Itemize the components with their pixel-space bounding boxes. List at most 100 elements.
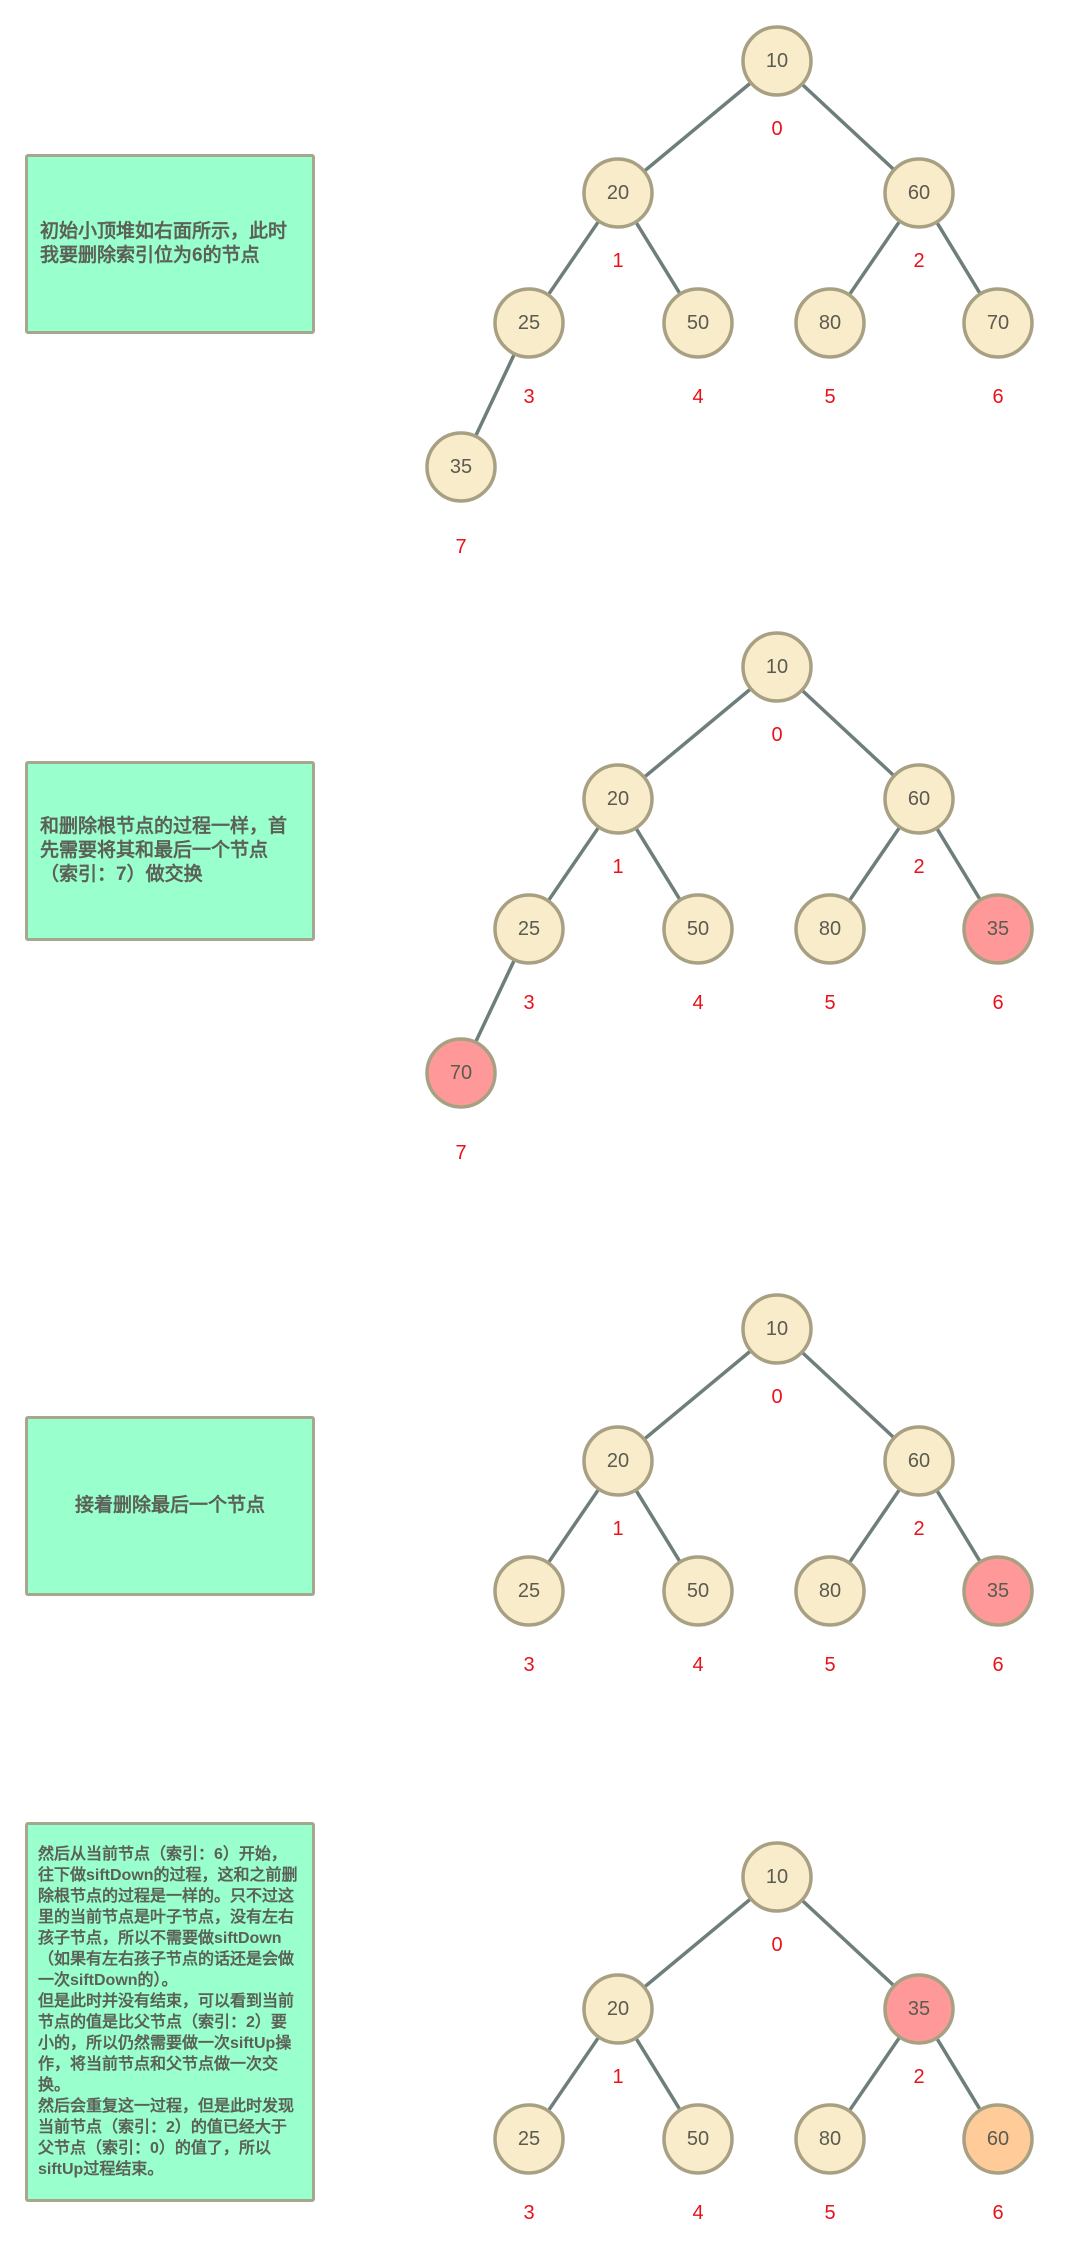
heap-node-circle [962, 1555, 1034, 1627]
heap-node-circle [883, 1973, 955, 2045]
heap-node-value: 50 [687, 1580, 709, 1602]
heap-node-index: 2 [913, 250, 924, 272]
heap-node-value: 60 [908, 788, 930, 810]
tree-edge [634, 220, 682, 296]
heap-node-index: 0 [771, 1386, 782, 1408]
heap-node: 35 [883, 1973, 955, 2045]
heap-node-index: 0 [771, 724, 782, 746]
tree-edge [546, 825, 601, 903]
heap-node-index: 1 [612, 2066, 623, 2088]
heap-node-circle [582, 1973, 654, 2045]
tree-edge [800, 82, 896, 172]
step-4-note-paragraph-2: 但是此时并没有结束，可以看到当前节点的值是比父节点（索引：2）要小的，所以仍然需… [38, 1993, 295, 2094]
heap-node-index: 1 [612, 856, 623, 878]
heap-node-value: 20 [607, 1450, 629, 1472]
heap-node-circle [493, 2103, 565, 2175]
heap-node-value: 10 [766, 1318, 788, 1340]
heap-node: 10 [741, 25, 813, 97]
heap-node-index: 2 [913, 856, 924, 878]
step-2-note: 和删除根节点的过程一样，首先需要将其和最后一个节点（索引：7）做交换 [25, 761, 315, 941]
heap-node: 35 [962, 893, 1034, 965]
heap-node: 80 [794, 287, 866, 359]
tree-edge [800, 1350, 896, 1440]
heap-node-value: 50 [687, 312, 709, 334]
heap-node: 25 [493, 2103, 565, 2175]
tree-edge [642, 1896, 753, 1990]
step-2-note-text: 和删除根节点的过程一样，首先需要将其和最后一个节点（索引：7）做交换 [40, 816, 288, 885]
heap-node: 70 [962, 287, 1034, 359]
heap-node-value: 60 [987, 2128, 1009, 2150]
tree-edge [800, 688, 896, 778]
heap-node-value: 10 [766, 1866, 788, 1888]
heap-node-circle [425, 1037, 497, 1109]
step-3-note: 接着删除最后一个节点 [25, 1416, 315, 1596]
heap-node: 20 [582, 157, 654, 229]
heap-node-circle [741, 1841, 813, 1913]
heap-node-value: 35 [987, 1580, 1009, 1602]
tree-edge [634, 826, 682, 902]
heap-node-index: 6 [992, 2202, 1003, 2224]
heap-node-circle [794, 1555, 866, 1627]
heap-node-value: 20 [607, 788, 629, 810]
heap-node-index: 4 [692, 2202, 703, 2224]
tree-edge [634, 2036, 682, 2112]
tree-edge [642, 1348, 753, 1442]
heap-node-circle [582, 763, 654, 835]
heap-node-value: 80 [819, 2128, 841, 2150]
tree-edge [546, 1487, 601, 1565]
heap-node-value: 35 [908, 1998, 930, 2020]
step-1-note: 初始小顶堆如右面所示，此时我要删除索引位为6的节点 [25, 154, 315, 334]
heap-node-circle [493, 1555, 565, 1627]
heap-node: 10 [741, 631, 813, 703]
heap-node-value: 50 [687, 2128, 709, 2150]
heap-node-value: 50 [687, 918, 709, 940]
heap-node-value: 25 [518, 312, 540, 334]
heap-node-index: 4 [692, 992, 703, 1014]
heap-node-circle [425, 431, 497, 503]
step-4-note-paragraph-3: 然后会重复这一过程，但是此时发现当前节点（索引：2）的值已经大于父节点（索引：0… [38, 2098, 295, 2178]
heap-node: 60 [962, 2103, 1034, 2175]
heap-node-circle [883, 157, 955, 229]
heap-node-circle [493, 287, 565, 359]
heap-node: 35 [425, 431, 497, 503]
heap-node-index: 7 [455, 1142, 466, 1164]
heap-node-index: 1 [612, 1518, 623, 1540]
heap-node-circle [794, 893, 866, 965]
heap-node-value: 20 [607, 1998, 629, 2020]
tree-edge [934, 220, 983, 296]
heap-node: 20 [582, 1973, 654, 2045]
heap-node-value: 25 [518, 1580, 540, 1602]
heap-node-index: 0 [771, 118, 782, 140]
heap-node: 20 [582, 763, 654, 835]
heap-node-circle [741, 25, 813, 97]
heap-node-value: 10 [766, 50, 788, 72]
heap-node-value: 60 [908, 1450, 930, 1472]
heap-node-value: 25 [518, 2128, 540, 2150]
heap-node: 10 [741, 1841, 813, 1913]
tree-edge [473, 351, 517, 439]
step-4-note-paragraph-1: 然后从当前节点（索引：6）开始，往下做siftDown的过程，这和之前删除根节点… [38, 1846, 298, 1989]
heap-node-value: 35 [987, 918, 1009, 940]
heap-node-index: 4 [692, 386, 703, 408]
tree-edge [642, 80, 753, 174]
tree-edge [934, 826, 983, 902]
heap-node-value: 80 [819, 1580, 841, 1602]
heap-node-value: 70 [987, 312, 1009, 334]
heap-node-index: 5 [824, 2202, 835, 2224]
heap-node-circle [962, 287, 1034, 359]
heap-node-circle [883, 1425, 955, 1497]
heap-node: 60 [883, 763, 955, 835]
heap-node-circle [883, 763, 955, 835]
heap-node-circle [662, 1555, 734, 1627]
heap-node: 25 [493, 287, 565, 359]
heap-node: 80 [794, 893, 866, 965]
step-1-note-text: 初始小顶堆如右面所示，此时我要删除索引位为6的节点 [40, 221, 288, 266]
heap-node-index: 1 [612, 250, 623, 272]
heap-node-index: 3 [523, 1654, 534, 1676]
heap-node: 50 [662, 893, 734, 965]
heap-node-value: 80 [819, 312, 841, 334]
heap-node: 35 [962, 1555, 1034, 1627]
